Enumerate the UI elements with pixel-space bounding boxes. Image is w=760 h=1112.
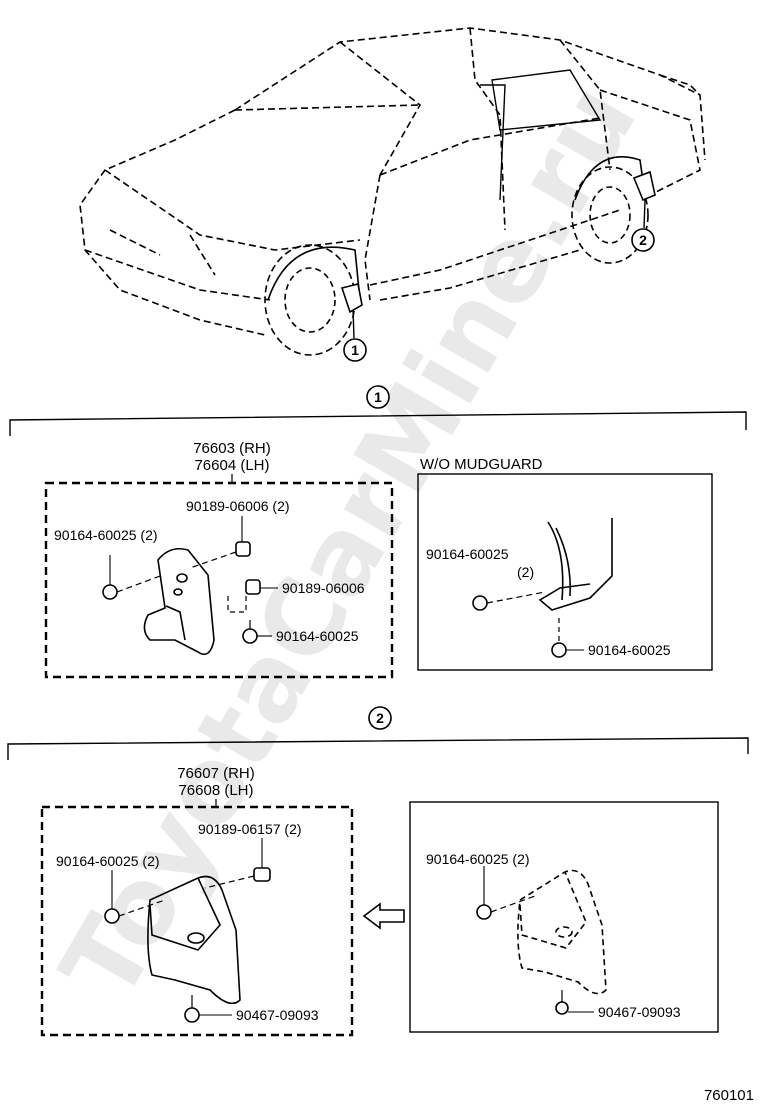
svg-text:1: 1: [351, 342, 359, 358]
wo-mudguard-fender: [538, 518, 613, 611]
section-1-kit-rh: 76603 (RH): [193, 440, 271, 457]
wo-mudguard-box: [417, 473, 713, 671]
section-2-alt-bolt-bottom-label: 90467-09093: [598, 1004, 681, 1020]
section-2-screw-left-icon: [104, 870, 166, 924]
wo-mudguard-screw-left-icon: [472, 591, 546, 611]
wo-mudguard-screw-bottom-label: 90164-60025: [588, 642, 671, 658]
section-1-clip-right-icon: [227, 579, 278, 613]
section-2-alt-mudguard: [517, 869, 607, 995]
section-2-bolt-bottom-label: 90467-09093: [236, 1007, 319, 1023]
section-1-kit-lh: 76604 (LH): [194, 457, 269, 474]
section-2-alt-bolt-bottom-icon: [555, 990, 594, 1015]
callout-1-car: 1: [343, 309, 367, 362]
svg-text:1: 1: [374, 389, 382, 405]
section-1-clip-right-label: 90189-06006: [282, 580, 365, 596]
section-2-mudguard: [147, 875, 241, 1005]
section-2-alt-screw-left-icon: [476, 866, 536, 920]
section-2-arrow-icon: [362, 902, 405, 930]
section-1-bracket: [9, 411, 747, 436]
section-1-screw-left-icon: [102, 555, 161, 600]
car-illustration: [79, 27, 706, 356]
section-1-screw-bottom-label: 90164-60025: [276, 628, 359, 644]
section-2-bracket: [7, 737, 749, 760]
section-2-bolt-bottom-icon: [184, 995, 232, 1023]
section-2-alt-screw-left-label: 90164-60025 (2): [426, 851, 530, 867]
section-1-mudguard: [143, 547, 215, 656]
section-1-kit-box: [44, 481, 394, 679]
wo-mudguard-screw-left-qty: (2): [517, 564, 534, 580]
wo-mudguard-screw-bottom-icon: [551, 618, 584, 658]
section-1-clip-top-icon: [189, 516, 251, 569]
callout-2-car: 2: [631, 199, 655, 252]
svg-text:2: 2: [376, 710, 384, 726]
section-2-screw-left-label: 90164-60025 (2): [56, 853, 160, 869]
wo-mudguard-screw-left-label: 90164-60025: [426, 546, 509, 562]
section-1-clip-top-label: 90189-06006 (2): [186, 498, 290, 514]
section-2-alt-box: [409, 801, 719, 1033]
section-1-screw-left-label: 90164-60025 (2): [54, 527, 158, 543]
section-1-screw-bottom-icon: [242, 620, 272, 644]
section-2-kit-rh: 76607 (RH): [177, 765, 255, 782]
wo-mudguard-title: W/O MUDGUARD: [420, 456, 543, 473]
section-1-marker: 1: [366, 385, 390, 409]
figure-id: 760101: [704, 1087, 754, 1104]
section-2-clip-top-label: 90189-06157 (2): [198, 821, 302, 837]
section-2-kit-box: [40, 805, 354, 1037]
section-2-clip-top-icon: [204, 838, 271, 889]
section-2-marker: 2: [368, 706, 392, 730]
svg-text:2: 2: [639, 232, 647, 248]
section-2-kit-lh: 76608 (LH): [178, 782, 253, 799]
